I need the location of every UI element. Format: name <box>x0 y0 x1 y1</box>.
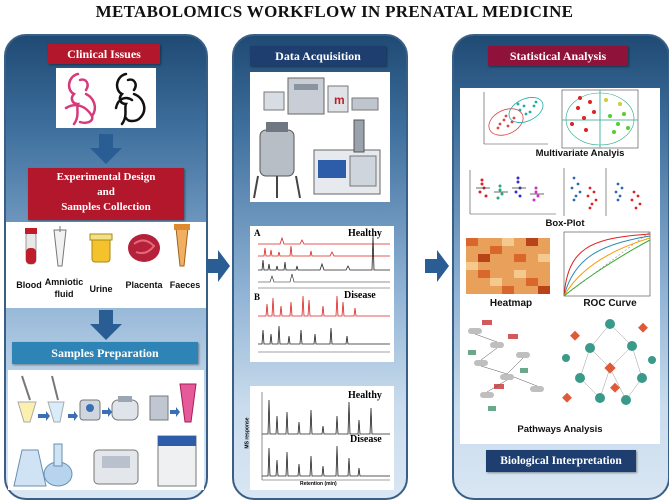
opls-scatter-plot <box>561 89 639 149</box>
arrow-right-icon <box>425 250 449 282</box>
roc-curve-chart <box>563 231 651 297</box>
panel-data-acquisition: Data Acquisition m <box>232 34 408 500</box>
gc-ms-instrument-icon <box>313 119 381 195</box>
pipette-icon <box>17 375 37 423</box>
sample-label-amniotic: Amniotic fluid <box>44 277 84 299</box>
statistical-analysis-header: Statistical Analysis <box>488 46 628 66</box>
pregnancy-icons <box>56 68 156 128</box>
pca-scatter-plot <box>483 92 548 145</box>
pregnant-woman-black-icon <box>114 72 146 126</box>
design-line-3: Samples Collection <box>61 201 151 213</box>
experimental-design-header: Experimental Design and Samples Collecti… <box>28 168 184 220</box>
pathways-label: Pathways Analysis <box>517 424 603 435</box>
ms-disease-label: Disease <box>350 434 382 445</box>
arrows-icon <box>38 407 180 421</box>
pipette-icon <box>47 375 65 423</box>
data-acquisition-header: Data Acquisition <box>250 46 386 66</box>
nmr-disease-label: Disease <box>344 290 376 301</box>
ms-axis-y-label: MS response <box>244 417 251 449</box>
sample-label-urine: Urine <box>89 284 113 294</box>
lc-ms-instrument-icon: m <box>263 77 379 115</box>
freezer-icon <box>149 395 169 421</box>
samples-box: Blood Amniotic fluid Urine Placenta Faec… <box>6 222 206 308</box>
statistics-box: Multivariate Analyis Box-Plot Heatmap RO… <box>460 88 660 444</box>
sample-label-blood: Blood <box>16 280 42 290</box>
boxplot-label: Box-Plot <box>545 218 585 229</box>
pathway-network-diagram <box>468 320 544 411</box>
metabolite-network-diagram <box>562 319 656 405</box>
panel-statistical: Statistical Analysis <box>452 34 669 500</box>
biological-interpretation-header: Biological Interpretation <box>486 450 636 472</box>
roc-label: ROC Curve <box>583 298 637 309</box>
tube-pink-icon <box>179 383 197 423</box>
ms-axis-x-label: Retention (min) <box>300 481 337 487</box>
clinical-issues-header: Clinical Issues <box>48 44 160 64</box>
chromatogram-healthy <box>262 399 390 435</box>
box-plot-chart <box>563 168 642 216</box>
svg-text:m: m <box>334 93 345 107</box>
blood-tube-icon <box>25 228 37 265</box>
nmr-spectra-panel: A Healthy B Disease <box>250 226 394 362</box>
placenta-icon <box>128 234 160 262</box>
samples-preparation-header: Samples Preparation <box>12 342 198 364</box>
heatmap-label: Heatmap <box>489 298 533 309</box>
nmr-spectrum-healthy <box>258 235 390 289</box>
nmr-label-b: B <box>254 292 261 302</box>
ultra-freezer-icon <box>157 435 197 487</box>
multivariate-label: Multivariate Analyis <box>535 148 625 159</box>
arrow-right-icon <box>206 250 230 282</box>
ms-healthy-label: Healthy <box>348 390 382 401</box>
pregnant-woman-pink-icon <box>64 72 97 126</box>
preparation-images <box>8 370 204 490</box>
panel-clinical: Clinical Issues Experimental Design and … <box>4 34 208 500</box>
sample-label-faeces: Faeces <box>169 280 201 290</box>
nmr-label-a: A <box>254 228 261 238</box>
instruments-image: m <box>250 72 390 202</box>
page-title: METABOLOMICS WORKFLOW IN PRENATAL MEDICI… <box>95 2 574 21</box>
urine-cup-icon <box>89 233 113 263</box>
nmr-healthy-label: Healthy <box>348 228 382 239</box>
lyophilizer-icon <box>93 449 139 485</box>
amniotic-tube-icon <box>53 226 67 267</box>
centrifuge-icon <box>111 396 139 421</box>
ms-chromatogram-panel: Healthy Disease Retention (min) MS respo… <box>245 386 394 490</box>
chromatogram-disease <box>262 445 390 477</box>
glassware-icon <box>13 443 73 487</box>
design-line-2: and <box>97 186 115 198</box>
dot-plot-chart <box>469 170 556 215</box>
heatmap-chart <box>466 238 550 294</box>
nmr-spectrometer-icon <box>253 122 301 199</box>
nmr-spectrum-disease <box>258 295 390 353</box>
faeces-tube-icon <box>174 224 190 267</box>
sample-label-placenta: Placenta <box>125 280 163 290</box>
vortex-icon <box>79 399 101 421</box>
design-line-1: Experimental Design <box>56 171 156 183</box>
